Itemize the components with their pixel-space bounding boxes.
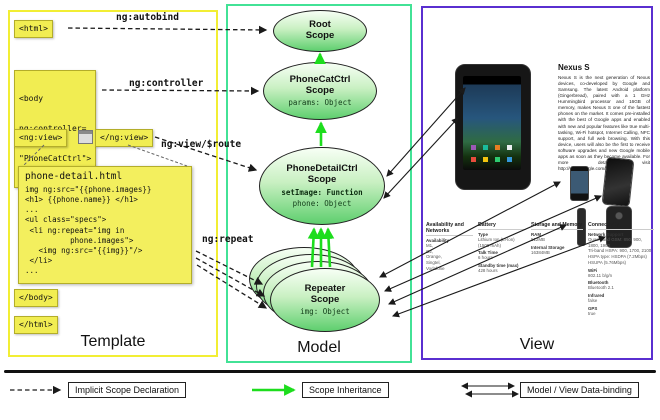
body-open-line: "PhoneCatCtrl"> (19, 154, 92, 163)
code-line: <h1> {{phone.name}} </h1> (25, 195, 138, 205)
spec-value: 802.11 b/g/n (588, 272, 613, 278)
spec-header: Storage and Memory (531, 222, 583, 230)
spec-value: Bluetooth 2.1 (588, 285, 614, 291)
html-open-tag: <html> (14, 20, 53, 38)
spec-column-availability: Availability and Networks Availability M… (426, 222, 473, 316)
body-open-line: <body (19, 94, 44, 103)
code-line: <li ng:repeat="img in (25, 225, 125, 235)
ngview-close-tag: </ng:view> (95, 129, 154, 147)
phone-thumbnail-back (606, 206, 632, 248)
phonedetailctrl-scope: PhoneDetailCtrl Scope setImage: Function… (259, 147, 385, 225)
legend-scope-inheritance: Scope Inheritance (302, 382, 389, 398)
body-open-line: ng:controller= (19, 124, 91, 134)
spec-value: 6 hours (478, 255, 493, 261)
repeater-scope-title: Repeater Scope (304, 282, 346, 305)
spec-header: Battery (478, 222, 526, 230)
code-line: phone.images"> (25, 235, 134, 245)
body-close-tag: </body> (14, 289, 58, 307)
ng-view-route-label: ng:view/$route (161, 139, 242, 150)
code-line: </li> (25, 255, 53, 265)
ng-controller-label: ng:controller (129, 78, 204, 89)
phonedetailctrl-scope-phone: phone: Object (292, 198, 352, 208)
view-panel-label: View (519, 336, 555, 353)
phone-thumbnail-front (570, 166, 589, 201)
spec-value: 428 hours (478, 268, 498, 274)
spec-value: 16384MB (531, 249, 550, 255)
repeater-scope: Repeater Scope img: Object (270, 268, 380, 332)
phonedetailctrl-scope-setimage: setImage: Function (281, 187, 363, 197)
view-placeholder-icon (78, 130, 93, 144)
spec-value: M1, O2, Orange, Singtel, Vodafone (426, 243, 445, 271)
phone-thumbnail-angled (601, 156, 635, 208)
spec-value: Lithium Ion (Li-Ion) (1500 mAh) (478, 237, 515, 248)
legend-divider (4, 370, 656, 373)
spec-value: 512MB (531, 237, 545, 242)
html-close-tag: </html> (14, 316, 58, 334)
phone-detail-code-box: phone-detail.html img ng:src="{{phone.im… (18, 166, 192, 284)
nexus-phone-image (455, 64, 531, 190)
code-line: <img ng:src="{{img}}"/> (25, 245, 143, 255)
spec-header: Connectivity (588, 222, 654, 230)
phone-screen-icons (471, 157, 476, 162)
phonecatctrl-scope: PhoneCatCtrl Scope params: Object (263, 62, 377, 120)
spec-header: Availability and Networks (426, 222, 473, 236)
code-filename: phone-detail.html (25, 171, 123, 182)
spec-label: Network Support (588, 232, 624, 237)
product-title: Nexus S (558, 63, 590, 72)
spec-table: Availability and Networks Availability M… (426, 222, 654, 316)
root-scope-title: Root Scope (305, 19, 335, 41)
repeater-scope-prop: img: Object (300, 307, 350, 317)
spec-value: Quad-band GSM: 850, 900, 1800, 1900 Tri-… (588, 237, 652, 265)
legend-model-view-databinding: Model / View Data-binding (520, 382, 639, 398)
spec-column-connectivity: Connectivity Network Support Quad-band G… (588, 222, 654, 316)
spec-column-battery: Battery Type Lithium Ion (Li-Ion) (1500 … (478, 222, 526, 316)
phonecatctrl-scope-prop: params: Object (288, 98, 352, 108)
ngview-open-tag: <ng:view> (14, 129, 68, 147)
ng-autobind-label: ng:autobind (116, 12, 179, 23)
ng-repeat-label: ng:repeat (202, 234, 254, 245)
legend-implicit-scope-declaration: Implicit Scope Declaration (68, 382, 187, 398)
phone-screen (463, 76, 521, 170)
code-line: ... (25, 266, 39, 275)
phonecatctrl-scope-title: PhoneCatCtrl Scope (289, 73, 351, 96)
spec-value: false (588, 298, 598, 304)
code-line: img ng:src="{{phone.images}} (25, 185, 152, 194)
code-line: ... (25, 205, 39, 215)
spec-value: true (588, 310, 596, 316)
root-scope: Root Scope (273, 10, 367, 52)
code-line: <ul class="specs"> (25, 215, 107, 225)
template-panel-label: Template (80, 333, 146, 350)
spec-column-storage: Storage and Memory RAM 512MB Internal St… (531, 222, 583, 316)
product-description: Nexus S is the next generation of Nexus … (558, 75, 650, 171)
phonedetailctrl-scope-title: PhoneDetailCtrl Scope (286, 163, 358, 185)
model-panel-label: Model (297, 339, 341, 356)
